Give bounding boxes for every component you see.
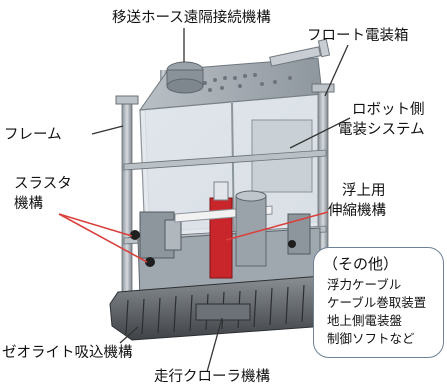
note-box <box>313 247 444 358</box>
label-robot-system-line2: 電装システム <box>338 122 425 138</box>
note-item: 制御ソフトなど <box>327 331 415 346</box>
pointer-float-box <box>324 44 349 97</box>
pointer-lines <box>91 28 351 373</box>
label-thruster-line1: スラスタ <box>14 176 72 192</box>
label-crawler: 走行クローラ機構 <box>154 369 270 385</box>
frame-post-front-left <box>121 99 133 299</box>
top-plate-holes <box>203 73 292 92</box>
pointer-zeolite <box>119 326 139 344</box>
pointer-lines-red <box>58 211 329 263</box>
note-item: 地上側電装盤 <box>327 313 403 328</box>
label-frame: フレーム <box>4 127 62 143</box>
pointer-thruster-a <box>58 213 133 237</box>
top-pipe <box>269 46 322 67</box>
label-thruster-line2: 機構 <box>14 196 43 212</box>
label-hose-mechanism: 移送ホース遠隔接続機構 <box>112 10 271 26</box>
pointer-lift <box>225 211 329 241</box>
crawler-center-plate <box>195 303 251 321</box>
pointer-robot-system <box>289 117 351 149</box>
label-lift-line1: 浮上用 <box>342 183 386 199</box>
label-robot-system-line1: ロボット側 <box>352 102 425 118</box>
note-item: ケーブル巻取装置 <box>327 295 427 310</box>
pointer-frame <box>91 125 124 135</box>
note-title: （その他） <box>323 255 399 273</box>
note-item: 浮力ケーブル <box>327 277 402 292</box>
label-lift-line2: 伸縮機構 <box>328 203 386 219</box>
label-zeolite: ゼオライト吸込機構 <box>2 345 133 361</box>
label-float-box: フロート電装箱 <box>307 28 409 44</box>
pointer-thruster-b <box>58 213 148 263</box>
frame-rail-mid <box>123 149 327 171</box>
pointer-crawler <box>206 317 223 373</box>
